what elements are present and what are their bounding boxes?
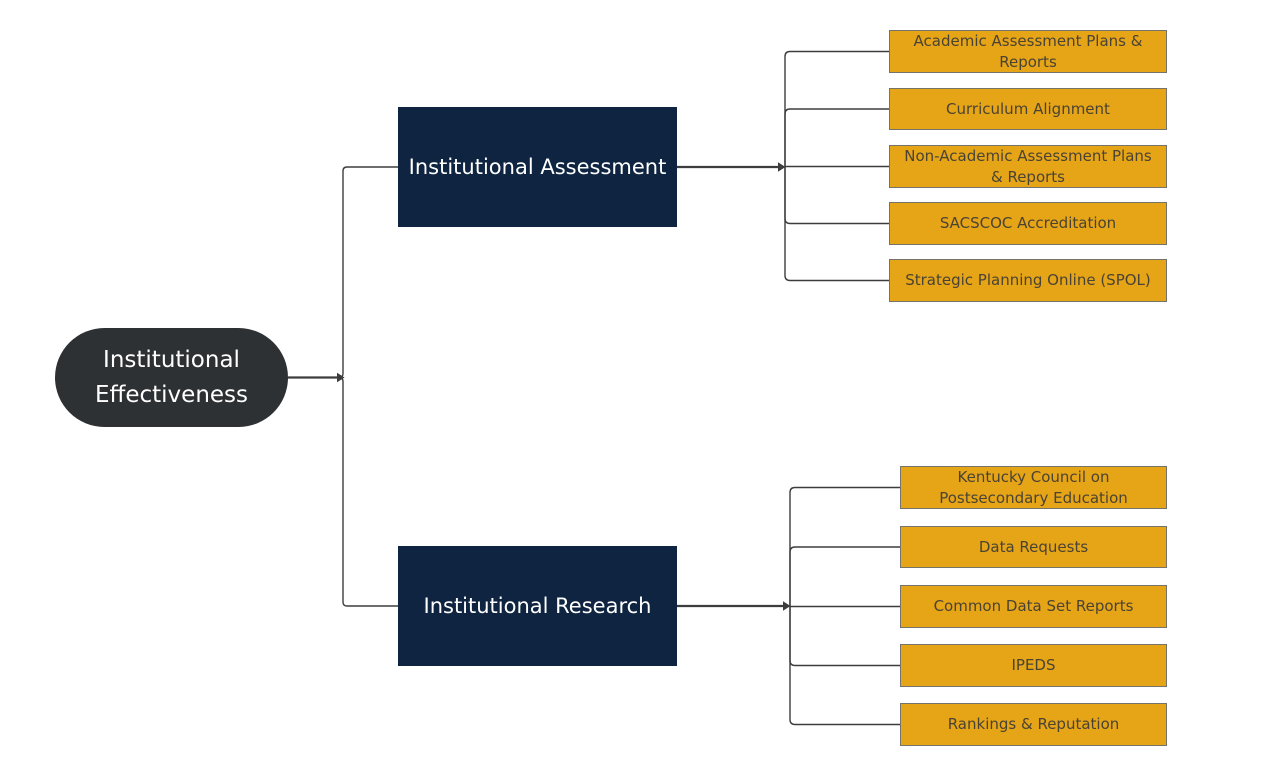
leaf-node-sacscoc-accreditation[interactable]: SACSCOC Accreditation bbox=[889, 202, 1167, 245]
edge-root-arrow-tip bbox=[337, 372, 345, 383]
leaf-node-non-academic-assessment-plans-reports[interactable]: Non-Academic Assessment Plans & Reports bbox=[889, 145, 1167, 188]
edge-assessment-leaf-1 bbox=[784, 50, 889, 167]
leaf-node-kentucky-council-postsecondary-education[interactable]: Kentucky Council on Postsecondary Educat… bbox=[900, 466, 1167, 509]
leaf-node-data-requests[interactable]: Data Requests bbox=[900, 526, 1167, 568]
leaf-node-curriculum-alignment[interactable]: Curriculum Alignment bbox=[889, 88, 1167, 130]
edge-research-leaf-5 bbox=[789, 606, 900, 726]
branch-node-institutional-assessment[interactable]: Institutional Assessment bbox=[398, 107, 677, 227]
edge-assessment-leaf-5 bbox=[784, 167, 889, 282]
edge-research-arrow-tip bbox=[783, 601, 791, 611]
edge-root-to-research bbox=[338, 376, 398, 607]
edge-research-leaf-2 bbox=[789, 546, 900, 606]
leaf-node-ipeds[interactable]: IPEDS bbox=[900, 644, 1167, 687]
leaf-node-rankings-reputation[interactable]: Rankings & Reputation bbox=[900, 703, 1167, 746]
root-node-institutional-effectiveness[interactable]: Institutional Effectiveness bbox=[55, 328, 288, 427]
edge-research-leaf-1 bbox=[789, 486, 900, 606]
edge-root-to-assessment bbox=[338, 166, 398, 379]
leaf-node-common-data-set-reports[interactable]: Common Data Set Reports bbox=[900, 585, 1167, 628]
leaf-node-strategic-planning-online-spol[interactable]: Strategic Planning Online (SPOL) bbox=[889, 259, 1167, 302]
branch-node-institutional-research[interactable]: Institutional Research bbox=[398, 546, 677, 666]
leaf-node-academic-assessment-plans-reports[interactable]: Academic Assessment Plans & Reports bbox=[889, 30, 1167, 73]
edge-assessment-leaf-4 bbox=[784, 167, 889, 225]
edge-assessment-leaf-2 bbox=[784, 108, 889, 167]
edge-assessment-arrow-tip bbox=[778, 162, 786, 172]
edge-research-leaf-4 bbox=[789, 606, 900, 667]
